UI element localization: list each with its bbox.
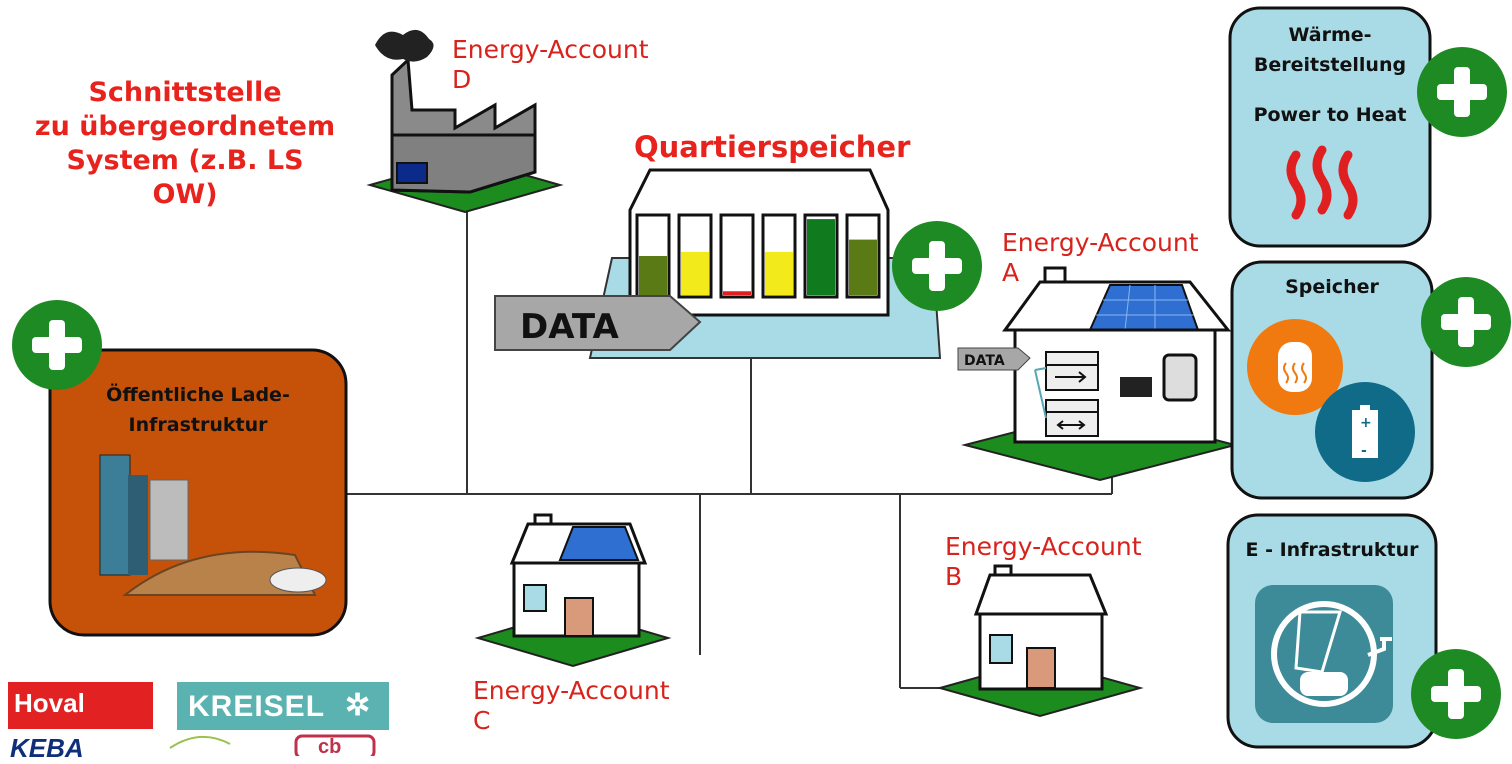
charging-plus-button[interactable] xyxy=(12,300,102,390)
battery-level-fill xyxy=(849,239,877,295)
battery-level-fill xyxy=(639,256,667,295)
infra-card xyxy=(1226,513,1438,749)
storage-card-title: Speicher xyxy=(1285,276,1379,298)
hoval-logo-bg xyxy=(8,682,153,729)
energy-account-b: Energy-Account B xyxy=(945,532,1142,591)
heat-plus-button[interactable] xyxy=(1417,47,1507,137)
battery-cell xyxy=(719,213,755,299)
quartierspeicher-title: Quartierspeicher xyxy=(634,130,911,164)
plus-icon xyxy=(929,241,945,291)
plus-icon xyxy=(1458,297,1474,347)
data-arrow-label: DATA xyxy=(520,307,619,347)
battery-bars xyxy=(635,213,881,299)
energy-account-d: Energy-Account D xyxy=(452,35,649,94)
heat-card-subtitle: Power to Heat xyxy=(1253,104,1407,126)
house-a-data-label: DATA xyxy=(964,353,1005,369)
plus-icon xyxy=(49,320,65,370)
storage-plus-button[interactable] xyxy=(892,221,982,311)
kreisel-logo-bg xyxy=(177,682,389,730)
interface-title: Schnittstelle zu übergeordnetem System (… xyxy=(34,77,336,210)
svg-text:+: + xyxy=(1360,415,1372,431)
energy-account-c: Energy-Account C xyxy=(473,676,670,735)
house-a: DATA xyxy=(957,266,1239,482)
swoosh-logo xyxy=(169,735,231,749)
battery-level-fill xyxy=(807,219,835,295)
house-b xyxy=(936,564,1144,718)
charging-title: Öffentliche Lade- Infrastruktur xyxy=(106,384,290,436)
heat-waves-icon xyxy=(1286,145,1358,220)
battery-level-fill xyxy=(723,291,751,295)
storage-card: + - xyxy=(1230,260,1434,500)
speicher-plus-button[interactable] xyxy=(1421,277,1511,367)
cb-logo-frame xyxy=(294,734,376,756)
hoval-logo: Hoval xyxy=(14,688,85,718)
heat-card-title: Wärme- Bereitstellung xyxy=(1253,24,1407,76)
battery-level-fill xyxy=(765,251,793,295)
quartierspeicher: DATA xyxy=(494,168,942,359)
network-lines xyxy=(345,210,1113,689)
factory-d xyxy=(366,29,564,214)
kreisel-star-icon: ✲ xyxy=(345,689,371,722)
battery-level-fill xyxy=(681,251,709,295)
energy-account-a: Energy-Account A xyxy=(1002,228,1199,287)
cb-logo: cb xyxy=(318,736,342,758)
infra-plus-button[interactable] xyxy=(1411,649,1501,739)
plus-icon xyxy=(1454,67,1470,117)
infra-card-title: E - Infrastruktur xyxy=(1245,539,1419,561)
svg-text:-: - xyxy=(1361,443,1367,459)
keba-logo: KEBA xyxy=(10,733,84,763)
house-c xyxy=(474,513,672,668)
charging-box xyxy=(48,348,348,637)
kreisel-logo: KREISEL xyxy=(188,690,326,723)
heat-card xyxy=(1228,6,1432,248)
plus-icon xyxy=(1448,669,1464,719)
